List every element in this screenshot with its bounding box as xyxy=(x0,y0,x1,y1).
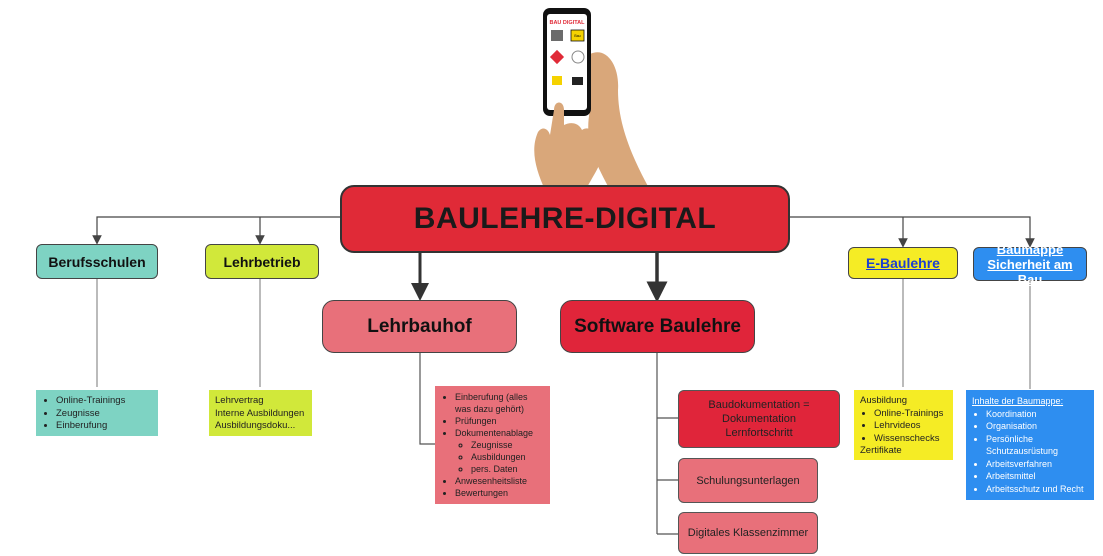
pointing-hand xyxy=(534,102,605,190)
node-e-baulehre[interactable]: E-Baulehre xyxy=(848,247,958,279)
list-item: Bewertungen xyxy=(455,487,544,499)
node-software-baulehre: Software Baulehre xyxy=(560,300,755,353)
list-item: Zeugnisse xyxy=(471,439,544,451)
list-item: Organisation xyxy=(986,420,1088,433)
node-lehrbetrieb: Lehrbetrieb xyxy=(205,244,319,279)
phone-app-title: BAU DIGITAL xyxy=(549,20,585,26)
note-baumappe: Inhalte der Baumappe: Koordination Organ… xyxy=(966,390,1094,500)
node-lehrbauhof: Lehrbauhof xyxy=(322,300,517,353)
list-item: Interne Ausbildungen xyxy=(215,407,305,419)
list-item: Lehrvideos xyxy=(874,420,947,433)
baumappe-title-line2: Sicherheit am Bau xyxy=(987,256,1073,287)
note-heading[interactable]: Inhalte der Baumappe: xyxy=(972,396,1064,406)
list-item: Prüfungen xyxy=(455,415,544,427)
list-item: Arbeitsschutz und Recht xyxy=(986,483,1088,496)
list-item: Persönliche Schutzausrüstung xyxy=(986,433,1088,458)
list-item: Ausbildungen xyxy=(471,451,544,463)
node-schulungsunterlagen: Schulungsunterlagen xyxy=(678,458,818,503)
list-item: Anwesenheitsliste xyxy=(455,475,544,487)
node-digitales-klassenzimmer: Digitales Klassenzimmer xyxy=(678,512,818,554)
app-tile-worker xyxy=(551,30,563,41)
app-tile-clapper xyxy=(572,77,583,85)
list-item: Arbeitsmittel xyxy=(986,470,1088,483)
list-item: Lehrvertrag xyxy=(215,395,264,406)
list-item: Einberufung xyxy=(56,420,152,433)
list-item: Wissenschecks xyxy=(874,433,947,446)
list-item: Ausbildungsdoku... xyxy=(215,420,296,431)
node-berufsschulen: Berufsschulen xyxy=(36,244,158,279)
list-item: Online-Trainings xyxy=(56,395,152,408)
list-item: Koordination xyxy=(986,408,1088,421)
phone-hand-illustration: BAU DIGITAL Bau xyxy=(534,8,650,190)
app-tile-warning xyxy=(549,49,565,65)
list-item: Einberufung (alles was dazu gehört) xyxy=(455,391,544,415)
baumappe-title-line1: Baumappe xyxy=(996,241,1064,257)
node-baudokumentation: Baudokumentation = Dokumentation Lernfor… xyxy=(678,390,840,448)
list-item: Arbeitsverfahren xyxy=(986,458,1088,471)
main-title: BAULEHRE-DIGITAL xyxy=(340,185,790,253)
note-lehrbetrieb: Lehrvertrag Interne Ausbildungen Ausbild… xyxy=(209,390,312,436)
list-item: Zeugnisse xyxy=(56,408,152,421)
note-lehrbauhof: Einberufung (alles was dazu gehört) Prüf… xyxy=(435,386,550,504)
node-baumappe[interactable]: Baumappe Sicherheit am Bau xyxy=(973,242,1087,287)
note-berufsschulen: Online-Trainings Zeugnisse Einberufung xyxy=(36,390,158,436)
list-item: Online-Trainings xyxy=(874,408,947,421)
note-e-baulehre: Ausbildung Online-Trainings Lehrvideos W… xyxy=(854,390,953,460)
list-item: pers. Daten xyxy=(471,463,544,475)
note-heading: Ausbildung xyxy=(860,395,908,406)
svg-text:Bau: Bau xyxy=(574,34,580,38)
list-item: Dokumentenablage Zeugnisse Ausbildungen … xyxy=(455,427,544,475)
note-footer: Zertifikate xyxy=(860,445,902,456)
app-tile-gear xyxy=(571,50,585,64)
app-tile-sign xyxy=(570,29,585,42)
app-tile-folder xyxy=(552,76,562,85)
